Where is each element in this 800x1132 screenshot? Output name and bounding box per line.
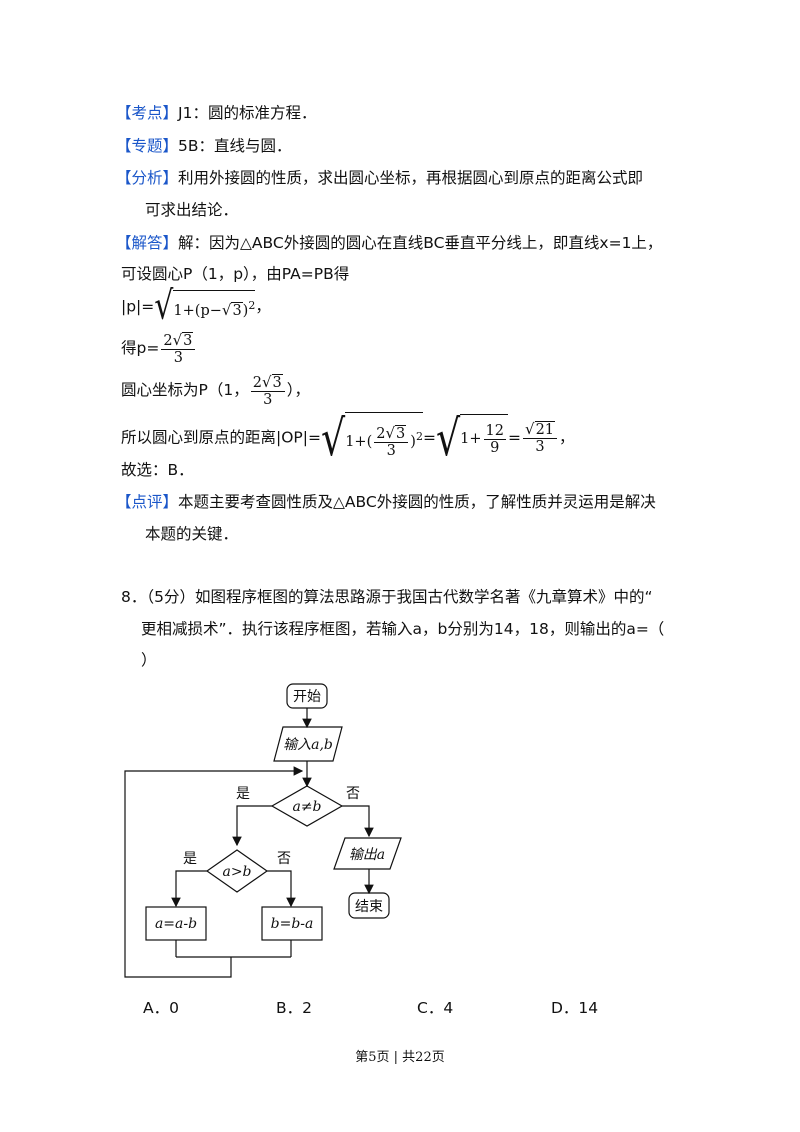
choice-c: C．4 (417, 999, 454, 1017)
page-footer: 第5页 | 共22页 (355, 1050, 445, 1065)
dianping-text: 本题主要考查圆性质及△ABC外接圆的性质，了解性质并灵运用是解决 (178, 493, 656, 511)
eq4-den: 3 (386, 442, 396, 459)
eq3-num: 2 (252, 374, 262, 391)
flow-end-text: 结束 (355, 899, 383, 915)
flow-input-box (273, 726, 343, 762)
eq4-root: 3 (395, 424, 407, 442)
question-8-line-3: ） (141, 651, 157, 669)
eq4-f-num: 12 (483, 422, 506, 440)
zhuanti-line: 【专题】5B：直线与圆． (116, 136, 292, 156)
eq4-eq: = (422, 428, 436, 447)
eq1-left: |p|= (121, 297, 155, 316)
flow-box-right-text: b=b-a (271, 916, 314, 932)
eq4-eq2: = (508, 428, 521, 447)
fenxi-text: 利用外接圆的性质，求出圆心坐标，再根据圆心到原点的距离公式即 (178, 169, 644, 187)
eq4-r-den: 3 (535, 438, 545, 455)
eq4-left: 所以圆心到原点的距离|OP|= (121, 428, 321, 447)
flow-yes-1: 是 (236, 786, 250, 802)
choice-b: B．2 (276, 999, 312, 1017)
flow-end-box (348, 892, 390, 919)
equation-1: |p|=√1+(p−√3)2， (121, 283, 271, 330)
eq4-exp: 2 (415, 430, 423, 443)
eq4-end: ， (559, 428, 575, 447)
kaodian-text: J1：圆的标准方程． (178, 104, 317, 122)
flow-output-text: 输出a (349, 847, 385, 863)
jieda-line: 【解答】解：因为△ABC外接圆的圆心在直线BC垂直平分线上，即直线x=1上， (116, 233, 662, 253)
dianping-line: 【点评】本题主要考查圆性质及△ABC外接圆的性质，了解性质并灵运用是解决 (116, 492, 656, 512)
eq2-root: 3 (182, 331, 194, 349)
eq1-end: ， (255, 297, 271, 316)
zhuanti-text: 5B：直线与圆． (178, 137, 292, 155)
flow-cond1-text: a≠b (292, 799, 321, 815)
fenxi-tag: 【分析】 (116, 169, 179, 187)
zhuanti-tag: 【专题】 (116, 137, 179, 155)
kaodian-line: 【考点】J1：圆的标准方程． (116, 103, 316, 123)
flow-condition-1 (270, 785, 344, 827)
flow-output-box (333, 837, 402, 870)
jieda-tag: 【解答】 (116, 234, 179, 252)
eq4-r-num: 21 (534, 420, 556, 438)
flow-no-1: 否 (346, 786, 360, 802)
eq1-sqrt: √1+(p−√3)2 (154, 283, 256, 330)
set-center-line: 可设圆心P（1，p），由PA=PB得 (121, 265, 350, 283)
eq3-den: 3 (263, 391, 273, 408)
eq1-inner: 1+(p− (173, 302, 222, 319)
choice-a: A．0 (143, 999, 179, 1017)
answer-line: 故选：B． (121, 461, 194, 479)
eq4-b: ) (410, 433, 416, 450)
eq3-left: 圆心坐标为P（1， (121, 381, 249, 399)
eq3-root: 3 (271, 373, 283, 391)
eq4-f-den: 9 (490, 439, 500, 456)
flow-no-2: 否 (277, 851, 291, 867)
eq2-left: 得p= (121, 339, 160, 357)
dianping-tag: 【点评】 (116, 493, 179, 511)
fenxi-line-2: 可求出结论． (145, 201, 239, 219)
eq4-c: 1+ (460, 431, 482, 448)
flow-input-text: 输入a,b (283, 737, 333, 753)
flow-box-right (261, 906, 323, 941)
flow-cond2-text: a>b (222, 864, 251, 880)
eq1-tail: ) (242, 302, 249, 319)
kaodian-tag: 【考点】 (116, 104, 179, 122)
dianping-line-2: 本题的关键． (145, 525, 239, 543)
flow-yes-2: 是 (183, 851, 197, 867)
fenxi-line: 【分析】利用外接圆的性质，求出圆心坐标，再根据圆心到原点的距离公式即 (116, 168, 643, 188)
eq2-num: 2 (163, 332, 173, 349)
eq3-right: ）， (286, 381, 311, 399)
jieda-text: 解：因为△ABC外接圆的圆心在直线BC垂直平分线上，即直线x=1上， (178, 234, 663, 252)
eq1-root: 3 (231, 301, 243, 319)
flow-start-text: 开始 (293, 689, 321, 705)
eq4-a: 1+( (345, 433, 373, 450)
flow-condition-2 (205, 849, 269, 893)
flow-box-left-text: a=a-b (155, 916, 197, 932)
eq1-exp: 2 (248, 299, 256, 312)
question-8-line-1: 8．（5分）如图程序框图的算法思路源于我国古代数学名著《九章算术》中的“ (121, 588, 653, 606)
question-8-line-2: 更相减损术”．执行该程序框图，若输入a，b分别为14，18，则输出的a=（ (141, 620, 665, 638)
eq2-den: 3 (173, 349, 183, 366)
eq4-num: 2 (376, 425, 386, 442)
choice-d: D．14 (551, 999, 599, 1017)
